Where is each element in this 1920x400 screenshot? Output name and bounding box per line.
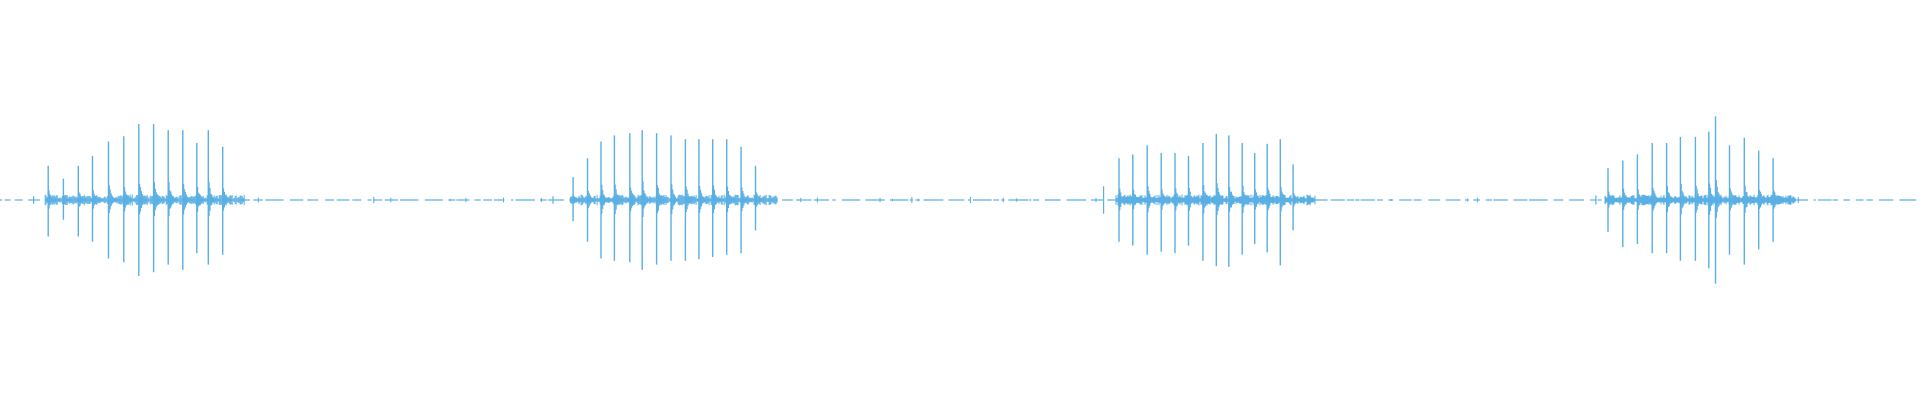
waveform-bursts	[32, 116, 1796, 284]
click-burst	[1102, 133, 1316, 267]
click-burst	[552, 130, 778, 270]
click-burst	[32, 124, 245, 276]
click-burst	[1595, 116, 1796, 284]
